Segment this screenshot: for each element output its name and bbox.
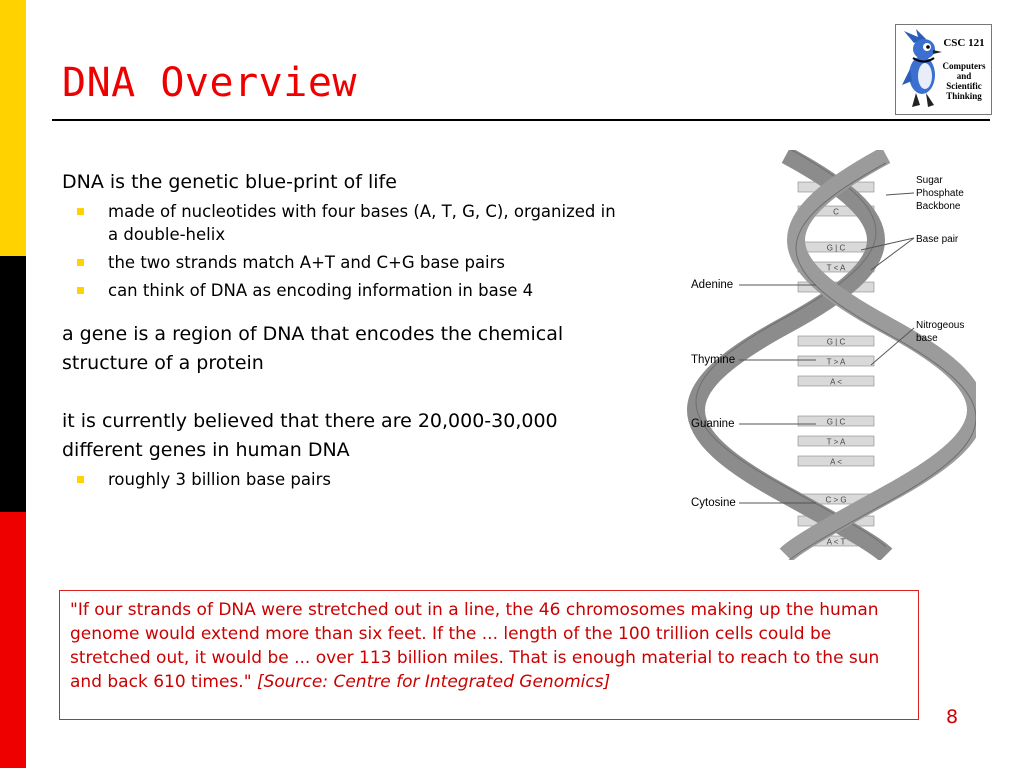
bullet-icon	[77, 259, 84, 266]
base-pair-label: T > A	[827, 358, 846, 367]
label-nitro-line1: Nitrogeous	[916, 320, 964, 331]
base-pair-rung	[797, 355, 875, 367]
quote-text: "If our strands of DNA were stretched ou…	[70, 600, 880, 692]
bullet-icon	[77, 287, 84, 294]
base-pair-group: G | CCG | CT < AA < TG | CT > AA <G | CT…	[797, 181, 875, 547]
label-sugar-line3: Backbone	[916, 201, 961, 212]
slide-content: DNA is the genetic blue-print of life ma…	[62, 168, 622, 496]
logo-line2: Computers	[943, 61, 986, 71]
course-logo: CSC 121 Computers and Scientific Thinkin…	[895, 24, 992, 115]
base-pair-label: G | C	[827, 338, 846, 347]
point3-sublist: roughly 3 billion base pairs	[62, 468, 622, 491]
label-thymine: Thymine	[691, 354, 735, 366]
base-pair-label: C > G	[825, 496, 846, 505]
list-item: roughly 3 billion base pairs	[62, 468, 622, 491]
left-stripe-red	[0, 512, 26, 768]
backbone-strand-2	[779, 150, 976, 560]
base-pair-label: G | C	[827, 244, 846, 253]
title-underline	[52, 119, 990, 121]
left-stripe-yellow	[0, 0, 26, 256]
base-pair-label: T > A	[827, 438, 846, 447]
label-base-pair: Base pair	[916, 234, 959, 245]
base-pair-label: C	[833, 208, 839, 217]
point-gene-definition: a gene is a region of DNA that encodes t…	[62, 323, 564, 374]
quote-box: "If our strands of DNA were stretched ou…	[59, 590, 919, 720]
base-pair-label: G | C	[827, 418, 846, 427]
list-item: the two strands match A+T and C+G base p…	[62, 251, 622, 274]
logo-line1: CSC 121	[943, 37, 984, 49]
left-stripe-black	[0, 256, 26, 512]
label-sugar-line1: Sugar	[916, 175, 943, 186]
base-pair-label: A <	[830, 458, 842, 467]
dna-double-helix-diagram: G | CCG | CT < AA < TG | CT > AA <G | CT…	[687, 150, 976, 560]
base-pair-label: A < T	[827, 538, 846, 547]
base-pair-rung	[797, 435, 875, 447]
point-gene-count: it is currently believed that there are …	[62, 410, 558, 461]
base-pair-rung	[797, 455, 875, 467]
label-sugar-line2: Phosphate	[916, 188, 964, 199]
bullet-icon	[77, 208, 84, 215]
point-dna-blueprint: DNA is the genetic blue-print of life	[62, 171, 397, 193]
bullet-icon	[77, 476, 84, 483]
label-nitro-line2: base	[916, 333, 938, 344]
base-pair-rung	[797, 375, 875, 387]
logo-line5: Thinking	[946, 91, 982, 101]
quote-source: [Source: Centre for Integrated Genomics]	[256, 672, 611, 692]
label-cytosine: Cytosine	[691, 497, 736, 509]
base-pair-rung	[797, 335, 875, 347]
logo-line3: and	[957, 71, 972, 81]
base-pair-rung	[797, 415, 875, 427]
point1-sublist: made of nucleotides with four bases (A, …	[62, 200, 622, 302]
label-adenine: Adenine	[691, 279, 733, 291]
logo-line4: Scientific	[946, 81, 982, 91]
page-number: 8	[946, 706, 959, 728]
list-item: can think of DNA as encoding information…	[62, 279, 622, 302]
base-pair-label: T < A	[827, 264, 846, 273]
list-item: made of nucleotides with four bases (A, …	[62, 200, 622, 246]
base-pair-label: A <	[830, 378, 842, 387]
blue-jay-mascot-icon: CSC 121 Computers and Scientific Thinkin…	[902, 29, 986, 107]
slide-title: DNA Overview	[62, 60, 357, 106]
label-guanine: Guanine	[691, 418, 734, 430]
